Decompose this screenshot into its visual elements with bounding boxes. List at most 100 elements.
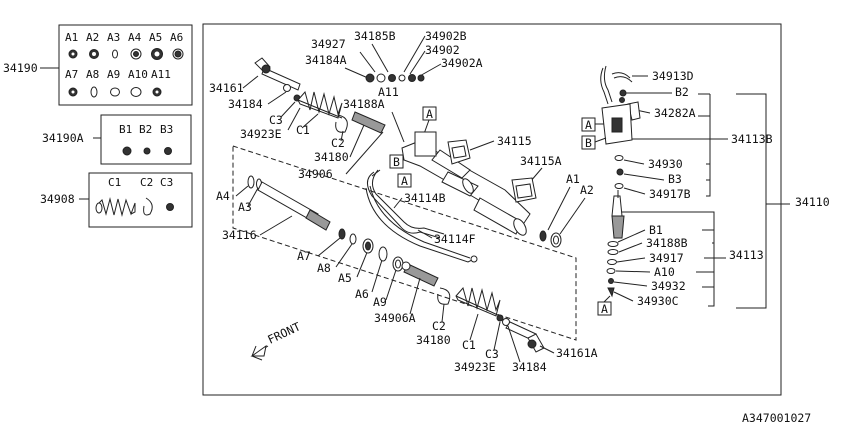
label-34113B: 34113B bbox=[731, 132, 773, 146]
label-34114F: 34114F bbox=[434, 232, 476, 246]
label-A8-main: A8 bbox=[317, 261, 331, 275]
kit-box-34908: 34908 C1 C2 C3 bbox=[40, 172, 193, 228]
label-B2-kit: B2 bbox=[139, 123, 152, 136]
label-34930C: 34930C bbox=[637, 294, 679, 308]
pinion-shaft bbox=[606, 190, 625, 298]
kit-box-34190: 34190 A1 A2 A3 A4 A5 A6 A7 A8 A9 A10 A11 bbox=[3, 24, 193, 106]
callout-A-mid: A bbox=[397, 173, 412, 188]
mount-34115A: 34115A bbox=[511, 154, 562, 203]
label-34110: 34110 bbox=[795, 195, 830, 209]
tie-rod-end-34161: 34161 34184 C3 34923E C1 bbox=[209, 57, 319, 141]
label-B2-main: B2 bbox=[675, 85, 689, 99]
svg-text:A: A bbox=[601, 302, 608, 316]
kit-box-34190A: 34190A B1 B2 B3 bbox=[42, 114, 192, 165]
label-34113: 34113 bbox=[729, 248, 764, 262]
label-34188A: 34188A bbox=[343, 97, 385, 111]
label-34927: 34927 bbox=[311, 37, 346, 51]
callout-B-left: B bbox=[389, 154, 404, 169]
boot-icon bbox=[95, 197, 136, 217]
label-A11: A11 bbox=[151, 68, 171, 81]
label-34913D: 34913D bbox=[652, 69, 694, 83]
label-C3-top: C3 bbox=[269, 113, 283, 127]
label-34908: 34908 bbox=[40, 192, 75, 206]
kit-parts-row2-icons bbox=[68, 86, 162, 98]
label-34906: 34906 bbox=[298, 167, 333, 181]
label-34161A: 34161A bbox=[556, 346, 598, 360]
label-A5-main: A5 bbox=[338, 271, 352, 285]
label-34906A: 34906A bbox=[374, 311, 416, 325]
label-34917B: 34917B bbox=[649, 187, 691, 201]
label-A7-main: A7 bbox=[297, 249, 311, 263]
label-34180-bot: 34180 bbox=[416, 333, 451, 347]
clip-icon bbox=[166, 203, 174, 211]
svg-text:B: B bbox=[393, 155, 400, 169]
rack-34116: A4 A3 34116 bbox=[216, 175, 331, 242]
label-A9: A9 bbox=[107, 68, 120, 81]
label-A10-main: A10 bbox=[654, 265, 675, 279]
label-34114B: 34114B bbox=[404, 191, 446, 205]
rack-assembly-outline bbox=[232, 145, 577, 341]
svg-text:B: B bbox=[585, 136, 592, 150]
label-C2-bot: C2 bbox=[432, 319, 446, 333]
label-A4: A4 bbox=[128, 31, 142, 44]
label-34923E-top: 34923E bbox=[240, 127, 282, 141]
clamp-and-inner-rod-top: C2 34180 34906 34188A bbox=[298, 97, 405, 181]
label-C2-kit: C2 bbox=[140, 176, 153, 189]
clamp-icon bbox=[143, 197, 153, 216]
seals-A1-A2: A1 A2 bbox=[539, 172, 594, 248]
clamp-bottom: C2 34180 bbox=[416, 287, 451, 347]
svg-text:A: A bbox=[585, 118, 592, 132]
label-34190: 34190 bbox=[3, 61, 38, 75]
label-C1-kit: C1 bbox=[108, 176, 121, 189]
label-34161: 34161 bbox=[209, 81, 244, 95]
label-C3-bot: C3 bbox=[485, 347, 499, 361]
callout-A-right: A bbox=[581, 117, 604, 132]
main-frame bbox=[202, 23, 782, 396]
label-34917: 34917 bbox=[649, 251, 684, 265]
label-B1-kit: B1 bbox=[119, 123, 132, 136]
label-A2: A2 bbox=[86, 31, 99, 44]
label-34902A: 34902A bbox=[441, 56, 483, 70]
svg-text:A: A bbox=[401, 174, 408, 188]
label-B3-kit: B3 bbox=[160, 123, 173, 136]
pinion-labels: B1 34188B 34917 34113 A10 34932 34930C bbox=[613, 211, 764, 308]
label-34184A: 34184A bbox=[305, 53, 347, 67]
label-C3-kit: C3 bbox=[160, 176, 173, 189]
callout-A-bottom: A bbox=[597, 295, 612, 316]
label-A1: A1 bbox=[65, 31, 78, 44]
label-B1-main: B1 bbox=[649, 223, 663, 237]
label-34188B: 34188B bbox=[646, 236, 688, 250]
boot-bottom: C1 bbox=[455, 286, 501, 352]
svg-text:A: A bbox=[426, 107, 433, 121]
label-A6-main: A6 bbox=[355, 287, 369, 301]
kit-parts-row1-icons bbox=[68, 48, 184, 60]
label-A7: A7 bbox=[65, 68, 78, 81]
gearbox-housing bbox=[401, 131, 531, 236]
label-A9-main: A9 bbox=[373, 295, 387, 309]
boot-top bbox=[297, 90, 343, 119]
label-34930: 34930 bbox=[648, 157, 683, 171]
label-A10: A10 bbox=[128, 68, 148, 81]
label-34184-bot: 34184 bbox=[512, 360, 547, 374]
top-fittings: 34927 34185B 34902B 34184A 34902 34902A … bbox=[305, 29, 483, 99]
label-C2-top: C2 bbox=[331, 136, 345, 150]
label-34184-top: 34184 bbox=[228, 97, 263, 111]
tie-rod-end-34161A: C3 34923E 34184 34161A bbox=[454, 314, 598, 374]
pipes: 34114B 34114F bbox=[365, 169, 478, 263]
label-34185B: 34185B bbox=[354, 29, 396, 43]
figure-id: A347001027 bbox=[742, 411, 811, 425]
front-arrow: FRONT bbox=[250, 319, 303, 361]
valve-assembly: 34913D B2 34282A 34113B 34930 B3 34917B bbox=[600, 65, 773, 201]
label-A8: A8 bbox=[86, 68, 99, 81]
label-34282A: 34282A bbox=[654, 106, 696, 120]
label-34115A: 34115A bbox=[520, 154, 562, 168]
label-A6: A6 bbox=[170, 31, 183, 44]
label-A3: A3 bbox=[107, 31, 120, 44]
label-A5: A5 bbox=[149, 31, 162, 44]
label-C1-top: C1 bbox=[296, 123, 310, 137]
label-A1-main: A1 bbox=[566, 172, 580, 186]
label-34902: 34902 bbox=[425, 43, 460, 57]
label-A11-main: A11 bbox=[378, 85, 399, 99]
label-34116: 34116 bbox=[222, 228, 257, 242]
